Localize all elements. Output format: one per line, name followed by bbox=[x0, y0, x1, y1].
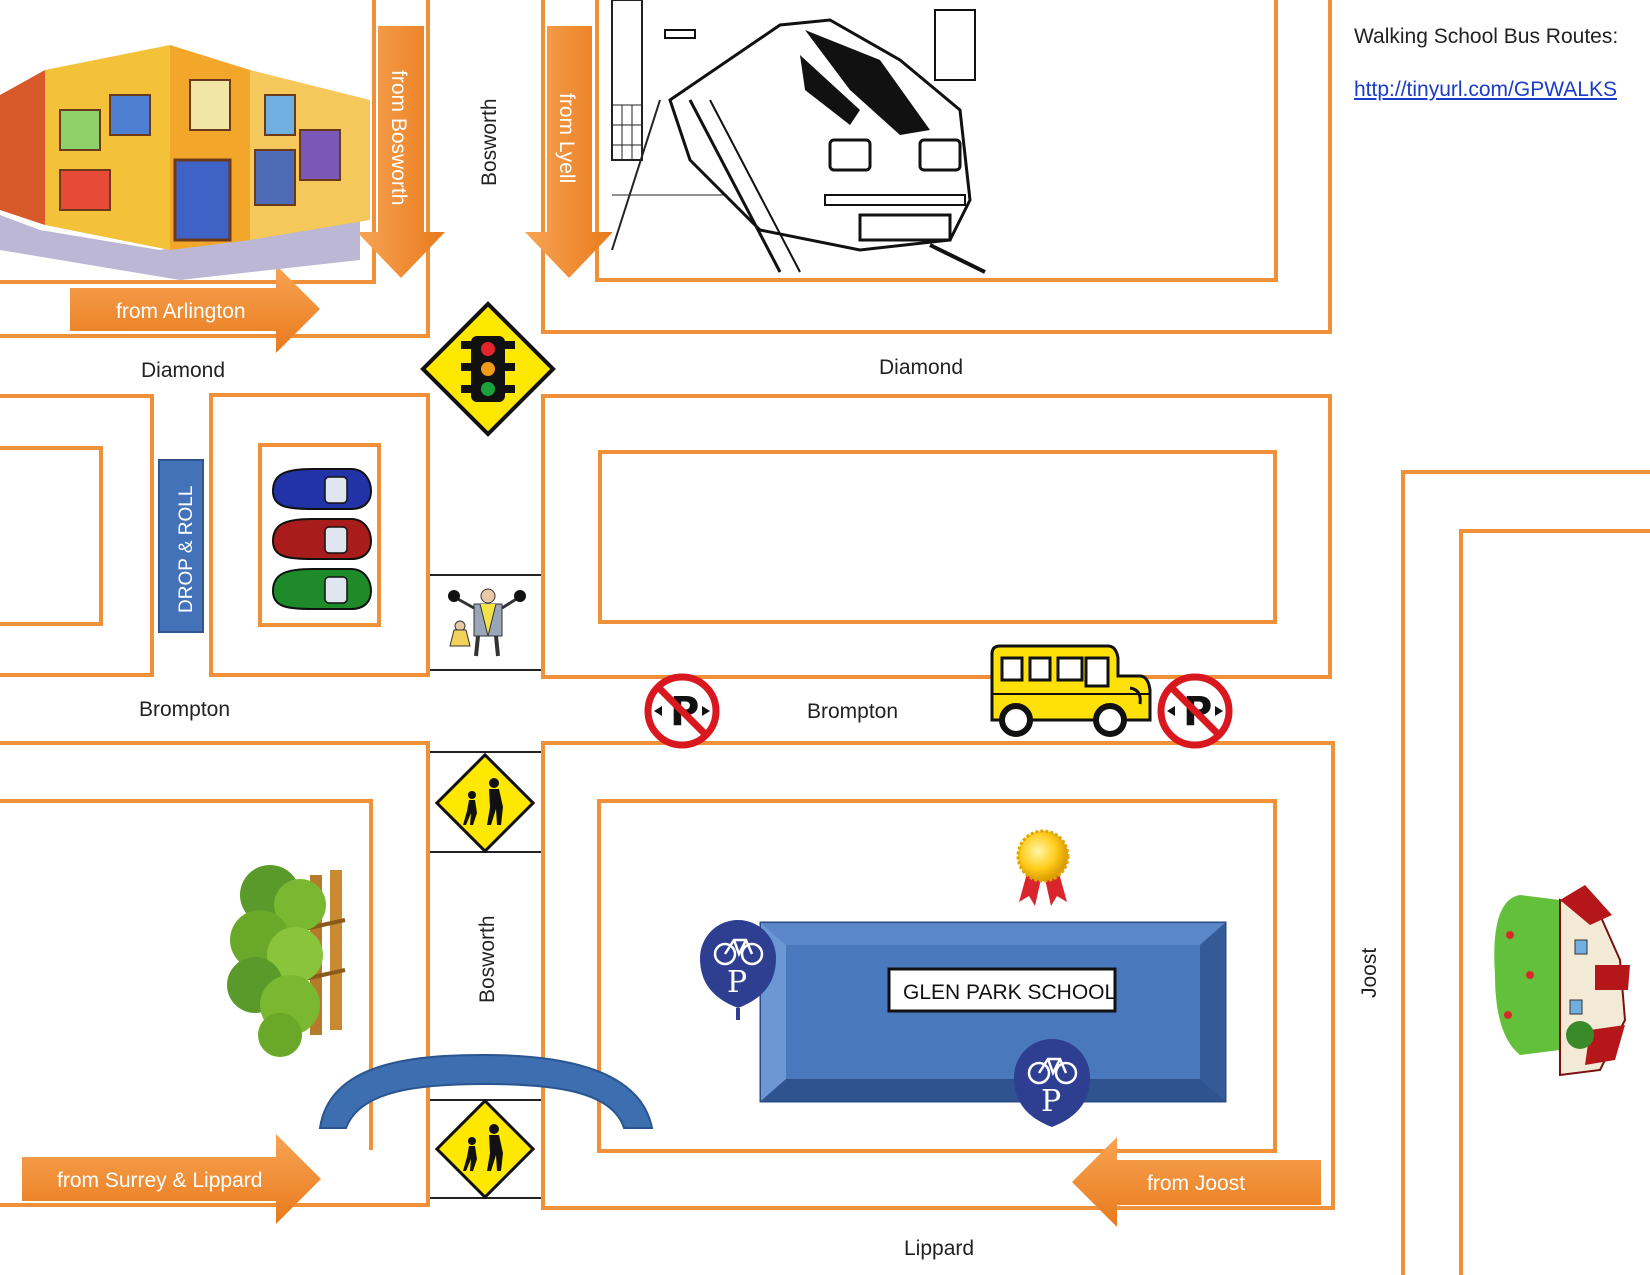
arrow-from-surrey-lippard-label: from Surrey & Lippard bbox=[57, 1169, 262, 1192]
bike-parking-icon: P bbox=[1014, 1039, 1090, 1139]
block-mid-center bbox=[541, 394, 1332, 679]
block-mid-center-inner bbox=[598, 450, 1277, 624]
award-ribbon-icon bbox=[1016, 829, 1070, 906]
train-illustration bbox=[611, 0, 987, 274]
arrow-from-lyell-label: from Lyell bbox=[555, 93, 578, 183]
street-label-lippard: Lippard bbox=[904, 1237, 974, 1260]
drop-and-roll-zone: DROP & ROLL bbox=[158, 459, 204, 633]
school-crossing-sign-icon bbox=[434, 1098, 536, 1200]
block-top-center-inner bbox=[595, 0, 1278, 282]
svg-text:P: P bbox=[1041, 1084, 1061, 1119]
shops-illustration bbox=[0, 45, 370, 280]
street-label-diamond-west: Diamond bbox=[141, 359, 225, 382]
street-labels: Diamond Diamond Brompton Brompton Lippar… bbox=[139, 98, 1381, 1260]
block-mid-left bbox=[209, 393, 430, 677]
school-building: GLEN PARK SCHOOL bbox=[759, 921, 1227, 1103]
block-top-left bbox=[0, 0, 430, 338]
street-label-diamond-east: Diamond bbox=[879, 356, 963, 379]
block-top-center bbox=[541, 0, 1332, 334]
block-bottom-center bbox=[541, 741, 1335, 1210]
arrow-from-arlington-label: from Arlington bbox=[116, 300, 246, 323]
arrow-from-joost-label: from Joost bbox=[1147, 1172, 1245, 1195]
street-label-brompton-west: Brompton bbox=[139, 698, 230, 721]
walking-bus-routes-title: Walking School Bus Routes: bbox=[1354, 25, 1619, 48]
school-name-plate bbox=[887, 967, 1117, 1013]
street-label-bosworth-south: Bosworth bbox=[476, 915, 499, 1003]
drop-and-roll-label: DROP & ROLL bbox=[176, 486, 197, 613]
school-crossing-sign-icon bbox=[434, 752, 536, 854]
arrow-from-arlington: from Arlington bbox=[70, 265, 320, 353]
school-name: GLEN PARK SCHOOL bbox=[903, 981, 1116, 1004]
houses-illustration bbox=[1494, 885, 1630, 1077]
arrow-from-lyell: from Lyell bbox=[525, 26, 613, 278]
footbridge-arc bbox=[318, 1053, 654, 1129]
arrow-from-bosworth-label: from Bosworth bbox=[387, 70, 410, 205]
no-parking-sign-icon: P bbox=[644, 673, 720, 749]
block-top-left-inner bbox=[0, 0, 376, 284]
school-bus-icon bbox=[990, 644, 1152, 737]
bike-parking-icon: P bbox=[700, 920, 776, 1020]
arrow-from-surrey-lippard: from Surrey & Lippard bbox=[22, 1134, 321, 1224]
block-mid-far-left bbox=[0, 394, 154, 677]
street-label-joost: Joost bbox=[1358, 948, 1381, 998]
street-label-bosworth-north: Bosworth bbox=[478, 98, 501, 186]
no-parking-sign-icon: P bbox=[1157, 673, 1233, 749]
arrow-from-joost: from Joost bbox=[1072, 1137, 1321, 1227]
block-right-inner bbox=[1459, 529, 1650, 1275]
block-bottom-left bbox=[0, 741, 430, 1207]
arrow-from-bosworth: from Bosworth bbox=[357, 26, 445, 278]
street-label-brompton-east: Brompton bbox=[807, 700, 898, 723]
block-mid-far-left-inner bbox=[0, 446, 103, 626]
svg-text:P: P bbox=[727, 965, 747, 1000]
block-bottom-left-inner bbox=[0, 799, 373, 1150]
block-school-grounds bbox=[597, 799, 1277, 1153]
block-cars bbox=[258, 443, 381, 627]
walking-bus-routes-link[interactable]: http://tinyurl.com/GPWALKS bbox=[1354, 78, 1617, 101]
trees-illustration bbox=[227, 865, 346, 1057]
block-right-outer bbox=[1401, 470, 1650, 1275]
parked-cars-icon bbox=[271, 468, 373, 610]
traffic-light-sign-icon bbox=[420, 301, 556, 437]
crossing-guard-icon bbox=[448, 588, 526, 657]
